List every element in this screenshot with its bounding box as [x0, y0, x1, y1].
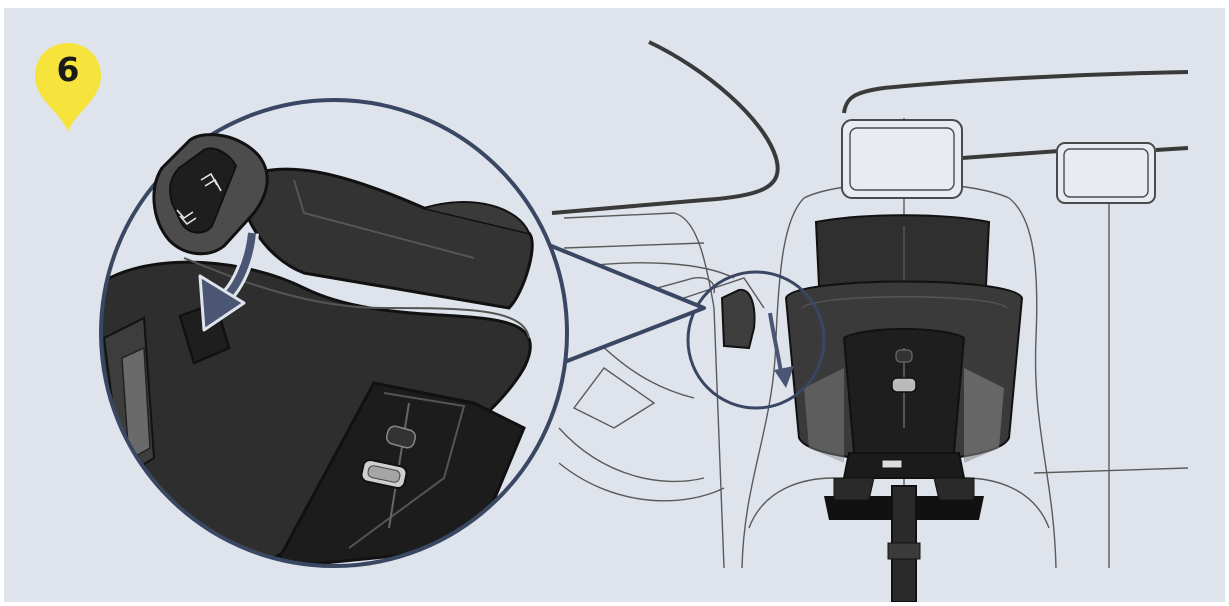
- down-arrow-icon: [198, 232, 259, 332]
- installation-illustration: [99, 40, 1189, 602]
- headrest-right: [1056, 142, 1156, 204]
- double-chevron-button-icon: [152, 133, 269, 256]
- magnified-callout: [99, 98, 706, 568]
- illustration-panel: 6: [4, 8, 1225, 602]
- zoom-target-circle: [686, 270, 826, 410]
- headrest-left: [841, 119, 963, 199]
- child-seat: [784, 214, 1024, 602]
- step-number: 6: [56, 50, 80, 89]
- step-badge: [35, 43, 101, 132]
